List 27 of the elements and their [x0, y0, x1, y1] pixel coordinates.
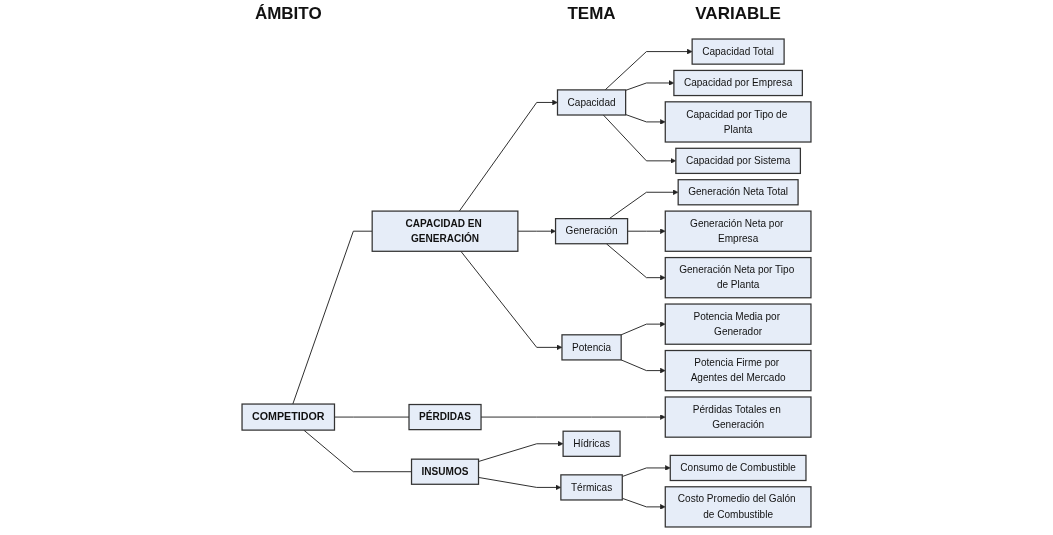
node-box: Capacidad por Tipo de Planta	[664, 101, 812, 143]
column-heading: TEMA	[567, 4, 616, 24]
node-box: Costo Promedio del Galón de Combustible	[664, 486, 812, 528]
node-box: Pérdidas Totales en Generación	[664, 396, 812, 438]
node-box: Potencia	[561, 334, 622, 361]
node-box: PÉRDIDAS	[408, 403, 482, 431]
node-box: Generación Neta por Tipo de Planta	[664, 256, 812, 299]
node-box: Capacidad Total	[691, 38, 785, 65]
connector	[303, 429, 412, 473]
node-box: Potencia Firme por Agentes del Mercado	[664, 349, 812, 392]
node-box: Generación Neta Total	[677, 179, 799, 206]
node-box: COMPETIDOR	[241, 403, 336, 431]
column-heading: ÁMBITO	[254, 4, 322, 24]
connector	[334, 416, 410, 418]
node-box: Potencia Media por Generador	[664, 303, 812, 345]
node-box: CAPACIDAD EN GENERACIÓN	[371, 210, 519, 252]
node-box: Capacidad	[556, 89, 627, 116]
node-box: Capacidad por Empresa	[673, 69, 803, 97]
node-box: Térmicas	[560, 474, 623, 501]
node-box: Generación	[554, 218, 629, 245]
node-box: Generación Neta por Empresa	[664, 210, 812, 252]
node-box: INSUMOS	[410, 458, 480, 485]
column-heading: VARIABLE	[695, 4, 781, 24]
node-box: Consumo de Combustible	[669, 454, 807, 482]
node-box: Hídricas	[562, 430, 621, 457]
node-box: Capacidad por Sistema	[675, 147, 801, 175]
connector	[292, 230, 373, 405]
